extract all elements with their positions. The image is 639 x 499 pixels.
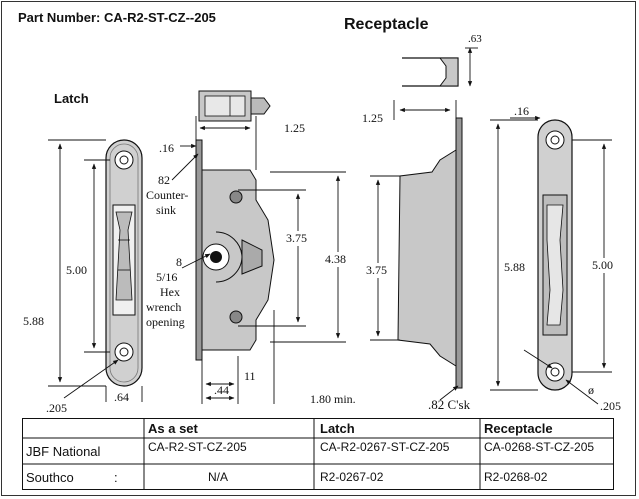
latch-side-view: [195, 139, 275, 361]
row-southco-receptacle: R2-0268-02: [484, 470, 548, 484]
row-jbf-receptacle: CA-0268-ST-CZ-205: [484, 440, 595, 454]
dim-016-right: .16: [514, 104, 529, 118]
table-grid: [22, 418, 614, 490]
hex-label-2: 5/16: [156, 270, 178, 284]
dim-011: 11: [244, 369, 256, 383]
dim-0205-right: .205: [600, 399, 621, 413]
dim-375-mid: 3.75: [286, 231, 307, 246]
row-southco-set: N/A: [208, 470, 229, 484]
dim-180-min: 1.80 min.: [310, 392, 356, 406]
dim-588-right: 5.88: [504, 260, 525, 275]
dim-125-right: 1.25: [362, 111, 383, 125]
dim-016-left: .16: [159, 141, 174, 155]
dim-500-right: 5.00: [592, 258, 613, 273]
latch-top-view: [198, 90, 271, 122]
row-southco-latch: R2-0267-02: [320, 470, 384, 484]
countersink-label-1: 82: [158, 173, 170, 187]
row-brand-southco: Southco: [26, 470, 74, 485]
countersink-label-3: sink: [156, 203, 177, 217]
latch-front-view: [105, 139, 143, 387]
hex-label-5: opening: [146, 315, 185, 329]
dim-064: .64: [114, 390, 129, 404]
dim-063: .63: [468, 33, 482, 45]
header-latch: Latch: [320, 421, 355, 436]
dimension-lines: [48, 47, 612, 405]
row-jbf-latch: CA-R2-0267-ST-CZ-205: [320, 440, 450, 454]
part-number: Part Number: CA-R2-ST-CZ--205: [18, 10, 216, 25]
receptacle-front-view: [537, 119, 573, 391]
row-southco-colon: :: [114, 470, 118, 485]
receptacle-title: Receptacle: [344, 16, 429, 33]
hex-label-1: 8: [176, 255, 182, 269]
dim-phi: ø: [588, 383, 594, 397]
dim-125-left: 1.25: [284, 121, 305, 135]
hex-label-4: wrench: [146, 300, 182, 314]
dim-588-left: 5.88: [23, 314, 44, 329]
header-as-a-set: As a set: [148, 421, 198, 436]
dim-375-right: 3.75: [366, 263, 387, 278]
dim-044: .44: [214, 383, 229, 397]
dim-500-left: 5.00: [66, 263, 87, 278]
receptacle-top-view: [402, 57, 459, 87]
latch-title: Latch: [54, 91, 89, 106]
receptacle-side-view: [397, 117, 463, 389]
dim-0205-left: .205: [46, 401, 67, 415]
dim-438: 4.38: [325, 252, 346, 267]
countersink-label-2: Counter-: [146, 188, 189, 202]
hex-label-3: Hex: [160, 285, 180, 299]
header-receptacle: Receptacle: [484, 421, 553, 436]
row-jbf-set: CA-R2-ST-CZ-205: [148, 440, 247, 454]
spec-table: As a set Latch Receptacle JBF National C…: [22, 418, 614, 490]
dim-082-csk: .82 C'sk: [428, 397, 471, 412]
row-brand-jbf: JBF National: [26, 444, 101, 459]
